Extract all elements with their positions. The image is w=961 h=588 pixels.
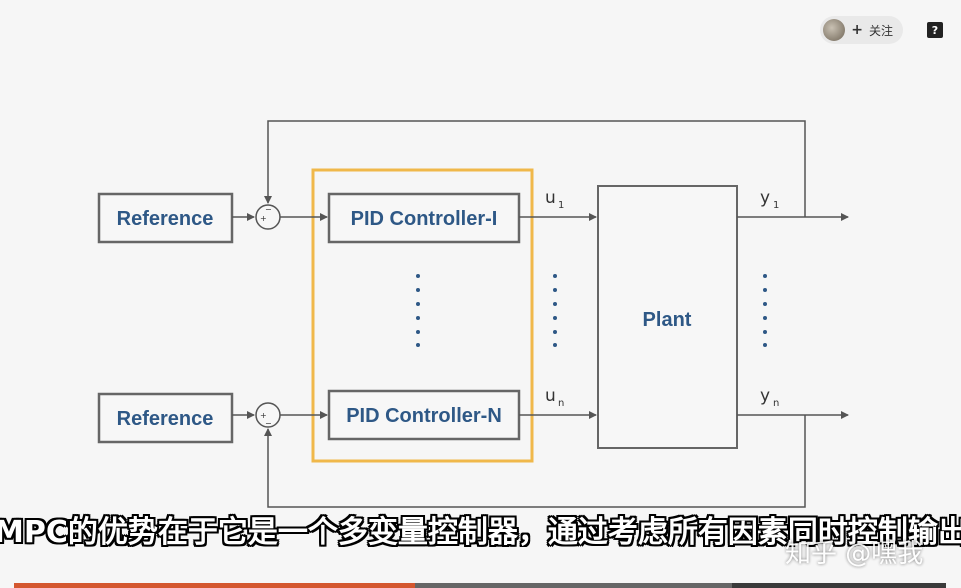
reference-bottom-box [97, 392, 234, 444]
video-subtitle: MPC的优势在于它是一个多变量控制器，通过考虑所有因素同时控制输出 [0, 507, 961, 547]
video-progress-bar[interactable] [14, 583, 946, 588]
ellipsis-dots-pid [416, 274, 420, 347]
u1-sub: 1 [558, 200, 564, 211]
progress-buffered [414, 583, 732, 588]
sum-bottom-minus: − [265, 419, 272, 428]
pid-bottom-label: PID Controller-N [346, 405, 502, 427]
help-icon[interactable]: ? [927, 22, 943, 38]
feedback-top [264, 120, 806, 217]
pid-bottom-box [327, 389, 521, 441]
plant-box [597, 185, 738, 449]
subtitle-text: MPC的优势在于它是一个多变量控制器，通过考虑所有因素同时控制输出 [0, 515, 961, 547]
y1-label: y [760, 188, 770, 208]
sum-bottom-plus: + [260, 411, 267, 420]
reference-bottom-label: Reference [117, 408, 214, 430]
u1-label: u [545, 188, 556, 208]
ellipsis-dots-y [763, 274, 767, 347]
follow-label: 关注 [868, 23, 893, 38]
un-label: u [545, 386, 556, 406]
un-sub: n [558, 398, 564, 409]
yn-label: y [760, 386, 770, 406]
reference-top-label: Reference [117, 208, 214, 230]
yn-sub: n [773, 398, 779, 409]
pid-top-label: PID Controller-I [351, 208, 498, 230]
progress-played [14, 583, 415, 588]
reference-top-box [97, 192, 234, 244]
follow-button[interactable]: + 关注 [820, 16, 903, 44]
plant-label: Plant [643, 309, 692, 331]
plus-icon: + [851, 22, 863, 38]
watermark: 知乎 @嘿我 [785, 539, 924, 569]
highlight-box [311, 168, 534, 463]
ellipsis-dots-u [553, 274, 557, 347]
sum-top-minus: − [265, 205, 272, 214]
avatar [823, 19, 846, 41]
pid-top-box [327, 192, 521, 244]
feedback-bottom [264, 415, 806, 508]
sum-top-plus: + [260, 214, 267, 223]
y1-sub: 1 [773, 200, 779, 211]
top-bar: + 关注 ? [820, 16, 943, 44]
